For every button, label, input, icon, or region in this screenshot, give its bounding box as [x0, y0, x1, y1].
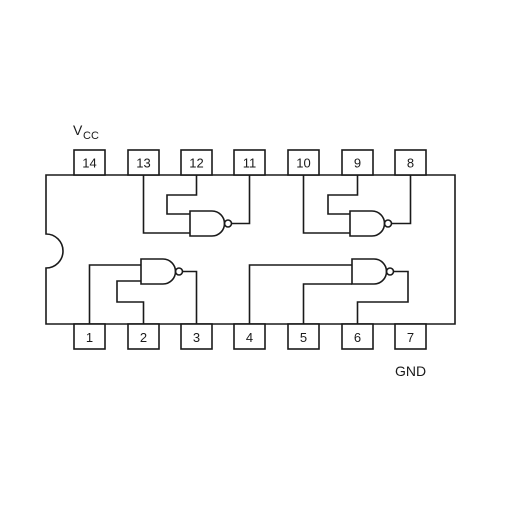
wire-gate-to-pin11	[231, 175, 251, 225]
gnd-label: GND	[395, 363, 426, 379]
svg-text:7: 7	[407, 330, 414, 345]
svg-text:5: 5	[300, 330, 307, 345]
svg-text:V: V	[73, 122, 83, 138]
svg-text:14: 14	[82, 156, 96, 171]
svg-text:11: 11	[243, 156, 257, 171]
pin-1: 1	[73, 323, 106, 350]
ic-body	[45, 174, 456, 325]
pin-11: 11	[233, 149, 266, 176]
wire-pin10-to-gate	[302, 175, 350, 234]
svg-text:4: 4	[246, 330, 253, 345]
top-pins: 14 13 12 11 10 9 8	[73, 149, 427, 176]
nand-gate-bottom-left	[88, 258, 198, 324]
wire-gate-to-pin8	[391, 175, 412, 225]
vcc-label: V CC	[73, 122, 99, 142]
wire-gate-to-pin6	[356, 270, 409, 324]
pin-8: 8	[394, 149, 427, 176]
wire-pin5-to-gate	[302, 283, 352, 324]
wire-pin13-to-gate	[142, 175, 190, 234]
svg-text:10: 10	[296, 156, 310, 171]
pin-3: 3	[180, 323, 213, 350]
wire-pin1-to-gate	[88, 264, 141, 324]
wire-pin4-to-gate	[248, 264, 352, 324]
pin-4: 4	[233, 323, 266, 350]
svg-text:13: 13	[136, 156, 150, 171]
bottom-pins: 1 2 3 4 5 6 7	[73, 323, 427, 350]
wire-pin9-to-gate	[327, 175, 359, 215]
pin-5: 5	[287, 323, 320, 350]
pin-14: 14	[73, 149, 106, 176]
pin-6: 6	[341, 323, 374, 350]
svg-text:1: 1	[86, 330, 93, 345]
svg-text:6: 6	[354, 330, 361, 345]
pin-10: 10	[287, 149, 320, 176]
pin-7: 7	[394, 323, 427, 350]
pin-13: 13	[127, 149, 160, 176]
svg-text:CC: CC	[83, 130, 99, 142]
svg-text:9: 9	[354, 156, 361, 171]
pin-2: 2	[127, 323, 160, 350]
nand-gate-top-right	[302, 175, 412, 237]
wire-pin12-to-gate	[166, 175, 198, 215]
svg-text:3: 3	[193, 330, 200, 345]
svg-text:12: 12	[189, 156, 203, 171]
nand-gate-bottom-right	[248, 258, 409, 324]
svg-text:2: 2	[140, 330, 147, 345]
svg-text:8: 8	[407, 156, 414, 171]
pin-9: 9	[341, 149, 374, 176]
wire-pin2-to-gate	[116, 280, 145, 324]
pin-12: 12	[180, 149, 213, 176]
wire-gate-to-pin3	[182, 270, 198, 324]
nand-gate-top-left	[142, 175, 251, 237]
